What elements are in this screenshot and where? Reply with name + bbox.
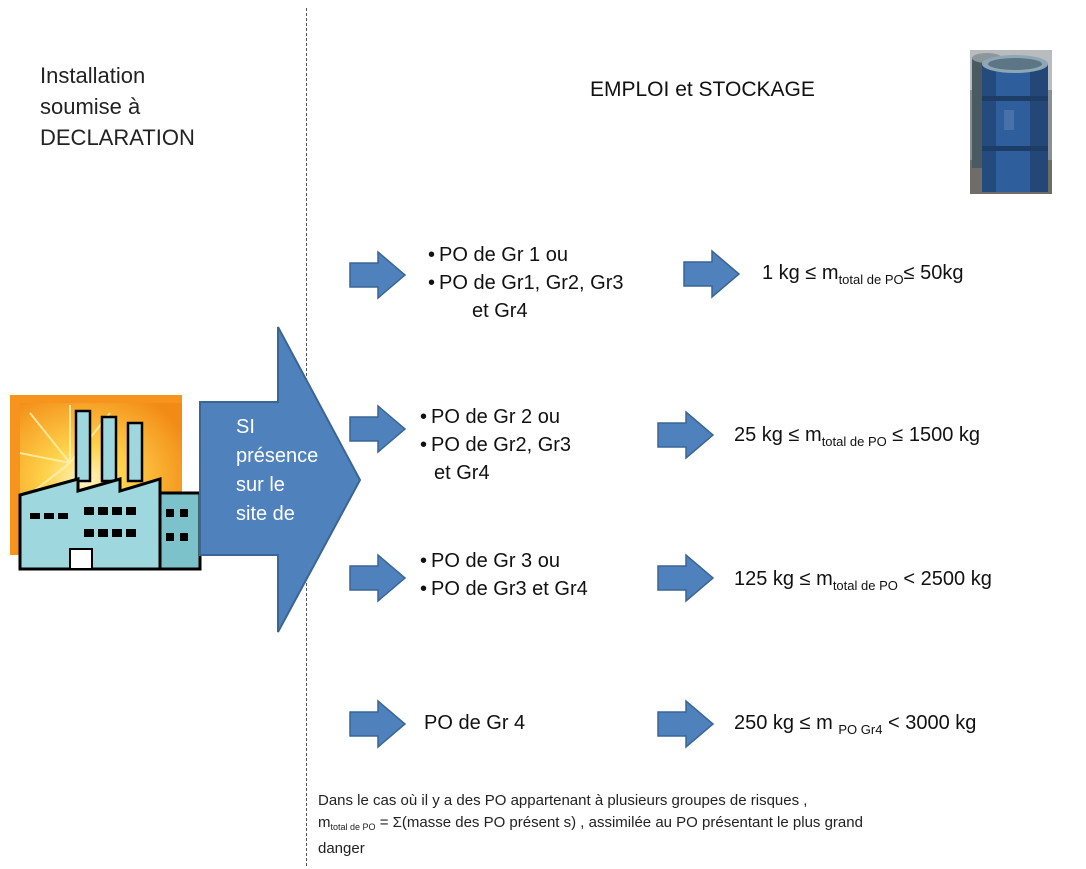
criteria-item: •PO de Gr 1 ou	[428, 241, 624, 269]
criteria-item: •PO de Gr1, Gr2, Gr3	[428, 269, 624, 297]
criteria-item: •PO de Gr2, Gr3	[420, 431, 571, 459]
row3-arrow-icon	[349, 553, 407, 603]
criteria-text: PO de Gr1, Gr2, Gr3	[439, 272, 624, 294]
footnote-line-3: danger	[318, 840, 365, 857]
footnote-line-1: Dans le cas où il y a des PO appartenant…	[318, 792, 808, 809]
row4-threshold-arrow-icon	[657, 699, 715, 749]
criteria-text: PO de Gr 2 ou	[431, 406, 560, 428]
threshold-lead: 250 kg ≤ m	[734, 712, 839, 734]
row2-criteria: •PO de Gr 2 ou •PO de Gr2, Gr3 et Gr4	[420, 403, 571, 487]
threshold-tail: ≤ 50kg	[903, 262, 964, 284]
presence-big-arrow	[199, 326, 362, 633]
row3-criteria: •PO de Gr 3 ou •PO de Gr3 et Gr4	[420, 547, 588, 603]
criteria-text: PO de Gr 3 ou	[431, 550, 560, 572]
footnote-m: m	[318, 814, 331, 831]
bullet-icon: •	[428, 272, 436, 294]
row1-arrow-icon	[349, 250, 407, 300]
threshold-subscript: total de PO	[838, 272, 904, 287]
title-line-2: soumise à	[40, 94, 141, 119]
arrow-text-line-2: présence	[236, 445, 319, 467]
barrels-photo	[970, 50, 1052, 194]
bullet-icon: •	[428, 244, 436, 266]
row3-threshold-arrow-icon	[657, 553, 715, 603]
threshold-subscript: PO Gr4	[838, 722, 883, 737]
row2-threshold: 25 kg ≤ mtotal de PO ≤ 1500 kg	[734, 424, 980, 449]
row4-threshold: 250 kg ≤ m PO Gr4 < 3000 kg	[734, 712, 976, 737]
title-line-1: Installation	[40, 63, 146, 88]
factory-icon	[10, 395, 202, 571]
row1-criteria: •PO de Gr 1 ou •PO de Gr1, Gr2, Gr3 et G…	[428, 241, 624, 325]
criteria-text: PO de Gr2, Gr3	[431, 434, 572, 456]
row2-arrow-icon	[349, 404, 407, 454]
criteria-item: et Gr4	[472, 300, 528, 322]
section-header: EMPLOI et STOCKAGE	[590, 78, 815, 101]
row2-threshold-arrow-icon	[657, 410, 715, 460]
row1-threshold-arrow-icon	[683, 249, 741, 299]
row4-arrow-icon	[349, 699, 407, 749]
criteria-text: PO de Gr3 et Gr4	[431, 578, 588, 600]
criteria-text: PO de Gr 1 ou	[439, 244, 568, 266]
threshold-tail: < 2500 kg	[897, 568, 992, 590]
title-line-3: DECLARATION	[40, 125, 195, 150]
arrow-text-line-3: sur le	[236, 474, 285, 496]
criteria-item: et Gr4	[434, 462, 490, 484]
installation-title: Installation soumise à DECLARATION	[40, 60, 195, 153]
threshold-tail: < 3000 kg	[882, 712, 977, 734]
arrow-text-line-4: site de	[236, 503, 295, 525]
presence-arrow-text: SI présence sur le site de	[236, 413, 318, 529]
footnote-subscript: total de PO	[330, 822, 376, 832]
threshold-lead: 1 kg ≤ m	[762, 262, 839, 284]
threshold-subscript: total de PO	[821, 434, 887, 449]
criteria-item: •PO de Gr3 et Gr4	[420, 575, 588, 603]
threshold-lead: 25 kg ≤ m	[734, 424, 822, 446]
criteria-item: •PO de Gr 3 ou	[420, 547, 588, 575]
arrow-text-line-1: SI	[236, 416, 255, 438]
row4-criteria: PO de Gr 4	[424, 709, 525, 737]
bullet-icon: •	[420, 578, 428, 600]
footnote-line-2: mtotal de PO = Σ(masse des PO présent s)…	[318, 812, 1078, 838]
threshold-tail: ≤ 1500 kg	[886, 424, 980, 446]
row1-threshold: 1 kg ≤ mtotal de PO≤ 50kg	[762, 262, 964, 287]
row3-threshold: 125 kg ≤ mtotal de PO < 2500 kg	[734, 568, 992, 593]
bullet-icon: •	[420, 406, 428, 428]
criteria-item: PO de Gr 4	[424, 712, 526, 734]
bullet-icon: •	[420, 550, 428, 572]
bullet-icon: •	[420, 434, 428, 456]
threshold-lead: 125 kg ≤ m	[734, 568, 833, 590]
criteria-item: •PO de Gr 2 ou	[420, 403, 571, 431]
threshold-subscript: total de PO	[832, 578, 898, 593]
footnote-line-2-text: = Σ(masse des PO présent s) , assimilée …	[375, 814, 863, 831]
footnote: Dans le cas où il y a des PO appartenant…	[318, 790, 1078, 860]
